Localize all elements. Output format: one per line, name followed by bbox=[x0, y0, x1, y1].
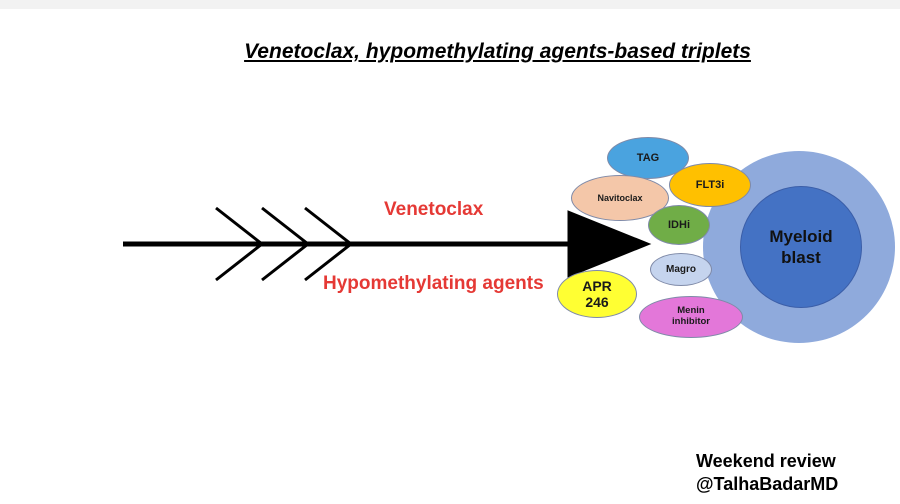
agent-menin-line2: inhibitor bbox=[672, 316, 710, 327]
agent-flt3i-bubble: FLT3i bbox=[669, 163, 751, 207]
agent-apr246-line1: APR bbox=[582, 277, 612, 294]
agent-idhi-label: IDHi bbox=[668, 218, 690, 231]
credit-line1: Weekend review bbox=[696, 451, 836, 471]
agent-apr246-line2: 246 bbox=[585, 294, 609, 310]
agent-tag-label: TAG bbox=[636, 151, 660, 164]
myeloid-label-line2: blast bbox=[781, 248, 821, 267]
hypomethylating-agents-label: Hypomethylating agents bbox=[323, 273, 544, 294]
agent-menin-inhibitor-bubble: Menin inhibitor bbox=[639, 296, 743, 338]
top-bar bbox=[0, 0, 900, 9]
agent-flt3i-label: FLT3i bbox=[695, 178, 725, 191]
myeloid-blast-cell: Myeloid blast bbox=[740, 186, 862, 308]
agent-navitoclax-label: Navitoclax bbox=[597, 192, 643, 203]
slide-title: Venetoclax, hypomethylating agents-based… bbox=[244, 40, 751, 63]
arrow-head bbox=[567, 210, 652, 278]
agent-menin-line1: Menin bbox=[677, 305, 705, 317]
venetoclax-label: Venetoclax bbox=[384, 199, 484, 220]
arrow-chevron-2 bbox=[261, 206, 311, 282]
agent-magro-label: Magro bbox=[666, 263, 696, 275]
credit-line2: @TalhaBadarMD bbox=[696, 474, 839, 495]
credit-block: Weekend review @TalhaBadarMD bbox=[696, 450, 838, 497]
arrow-chevron-3 bbox=[304, 206, 354, 282]
agent-apr246-bubble: APR 246 bbox=[557, 270, 637, 318]
arrow-chevron-1 bbox=[215, 206, 265, 282]
agent-magro-bubble: Magro bbox=[650, 253, 712, 286]
myeloid-label-line1: Myeloid bbox=[769, 226, 833, 246]
agent-idhi-bubble: IDHi bbox=[648, 205, 710, 245]
